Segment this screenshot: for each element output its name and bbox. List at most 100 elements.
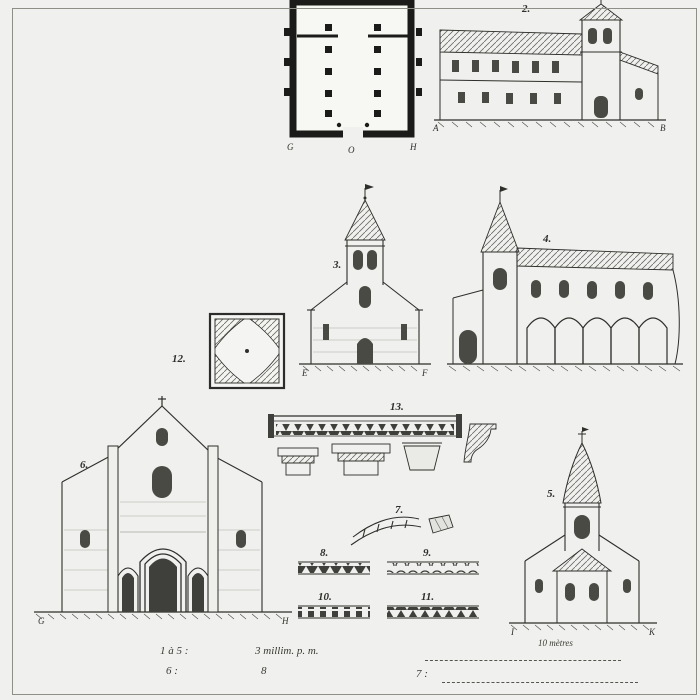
figure-2-side-elevation: 2. A B xyxy=(432,0,666,133)
figure-4-label: 4. xyxy=(542,233,551,245)
west-door xyxy=(357,338,373,364)
slit-window xyxy=(401,324,407,340)
annex-arch xyxy=(459,330,477,364)
nave-roof xyxy=(439,29,583,56)
aisle-window-right xyxy=(236,530,246,548)
figure-6-label: 6. xyxy=(80,459,88,471)
vault-severies xyxy=(214,318,280,384)
side-window-right xyxy=(623,579,631,593)
figure-3-west-elevation: 3. E F xyxy=(299,184,431,378)
corbel-arc-row xyxy=(387,563,479,573)
slit-window xyxy=(323,324,329,340)
tower xyxy=(345,240,385,285)
plan-letter-center: O xyxy=(348,145,355,155)
moulding-profile-center xyxy=(331,443,391,476)
weathervane xyxy=(363,184,374,200)
gable-body xyxy=(307,281,423,364)
figure-9-label: 9. xyxy=(423,547,431,559)
east-annex xyxy=(619,51,659,120)
apse-window xyxy=(565,583,575,601)
capital-detail xyxy=(402,442,442,471)
belfry-window xyxy=(367,250,377,270)
figure-5-letter-left: I xyxy=(510,627,515,637)
weathervane xyxy=(582,427,589,432)
aisle-fronts xyxy=(61,453,263,612)
figure-8-label: 8. xyxy=(320,547,328,559)
belfry-window xyxy=(574,515,590,539)
figure-2-letter-left: A xyxy=(432,123,439,133)
clerestory-windows xyxy=(531,280,653,300)
plan-letter-left: G xyxy=(287,142,294,152)
tower-roof xyxy=(578,3,624,21)
arch-band xyxy=(350,516,422,546)
plan-letter-right: H xyxy=(409,142,417,152)
figure-5-elevation: 5. I K xyxy=(509,427,657,637)
sawtooth-row xyxy=(387,607,479,617)
body-roofs xyxy=(524,534,640,623)
figure-1-plan: G O H xyxy=(284,0,422,155)
central-door xyxy=(149,558,177,612)
voussoir-hatching xyxy=(434,516,449,531)
scale-bar-2 xyxy=(442,682,638,683)
west-annex xyxy=(452,289,484,364)
tower-door xyxy=(594,96,608,118)
spire xyxy=(480,200,520,253)
figure-3-label: 3. xyxy=(332,259,341,271)
dentil-row xyxy=(298,563,370,573)
apse-wall xyxy=(672,269,680,365)
buttress-left xyxy=(107,445,119,613)
ground-hatching xyxy=(302,365,418,372)
figure-4-longitudinal-section: 4. xyxy=(447,186,683,372)
scale-note-figure-6-value: 8 xyxy=(261,665,267,677)
tower-window xyxy=(493,268,507,290)
plan-column-dot xyxy=(364,122,370,128)
figure-11-sawtooth-detail: 11. xyxy=(387,591,479,619)
figure-2-letter-right: B xyxy=(660,123,666,133)
tower-body xyxy=(563,503,601,551)
dentil-cornice xyxy=(268,414,462,438)
ground-hatching xyxy=(35,613,283,620)
figure-7-arch-detail: 7. xyxy=(350,504,454,546)
ground-hatching xyxy=(510,624,650,631)
figure-8-cornice-detail: 8. xyxy=(298,547,370,575)
figure-6-letter-left: G xyxy=(38,616,45,626)
figure-5-label: 5. xyxy=(547,488,555,500)
apse-roof xyxy=(551,548,613,572)
figure-7-label: 7. xyxy=(395,504,403,516)
tower-section xyxy=(482,252,518,364)
figure-3-letter-left: E xyxy=(301,368,308,378)
figure-6-letter-right: H xyxy=(281,616,289,626)
figure-13-label: 13. xyxy=(390,401,404,413)
apse-window xyxy=(589,583,599,601)
block-dentil-row xyxy=(298,607,370,617)
figure-2-label: 2. xyxy=(521,3,530,15)
nave-arcade xyxy=(526,317,668,364)
corbel-console xyxy=(463,423,497,463)
vault-inner-square xyxy=(214,318,280,384)
aisle-window-left xyxy=(80,530,90,548)
masonry-lines xyxy=(64,501,260,591)
scale-unit-label: 10 mètres xyxy=(538,638,573,648)
scale-note-figure-6: 6 : xyxy=(166,665,178,677)
ground-hatching xyxy=(448,365,681,372)
figure-5-letter-right: K xyxy=(648,627,656,637)
aisle-windows xyxy=(458,92,561,104)
figure-10-label: 10. xyxy=(318,591,332,603)
scale-bar-1 xyxy=(425,660,621,661)
spire-finial xyxy=(499,186,508,202)
moulding-profile-left xyxy=(277,447,319,476)
figure-9-corbel-detail: 9. xyxy=(387,547,479,575)
nave-roof-section xyxy=(516,247,674,271)
spire xyxy=(344,198,386,241)
spire xyxy=(562,441,602,504)
side-portals xyxy=(117,567,209,612)
side-window-left xyxy=(535,579,543,593)
ground-hatching xyxy=(437,121,655,128)
spire-cross xyxy=(578,431,586,443)
scale-note-ratio: 3 millim. p. m. xyxy=(255,645,319,657)
plan-buttresses xyxy=(284,28,422,96)
gable-cross xyxy=(158,396,166,406)
figure-12-vault-plan: 12. xyxy=(172,312,286,390)
gable-window xyxy=(156,428,168,446)
